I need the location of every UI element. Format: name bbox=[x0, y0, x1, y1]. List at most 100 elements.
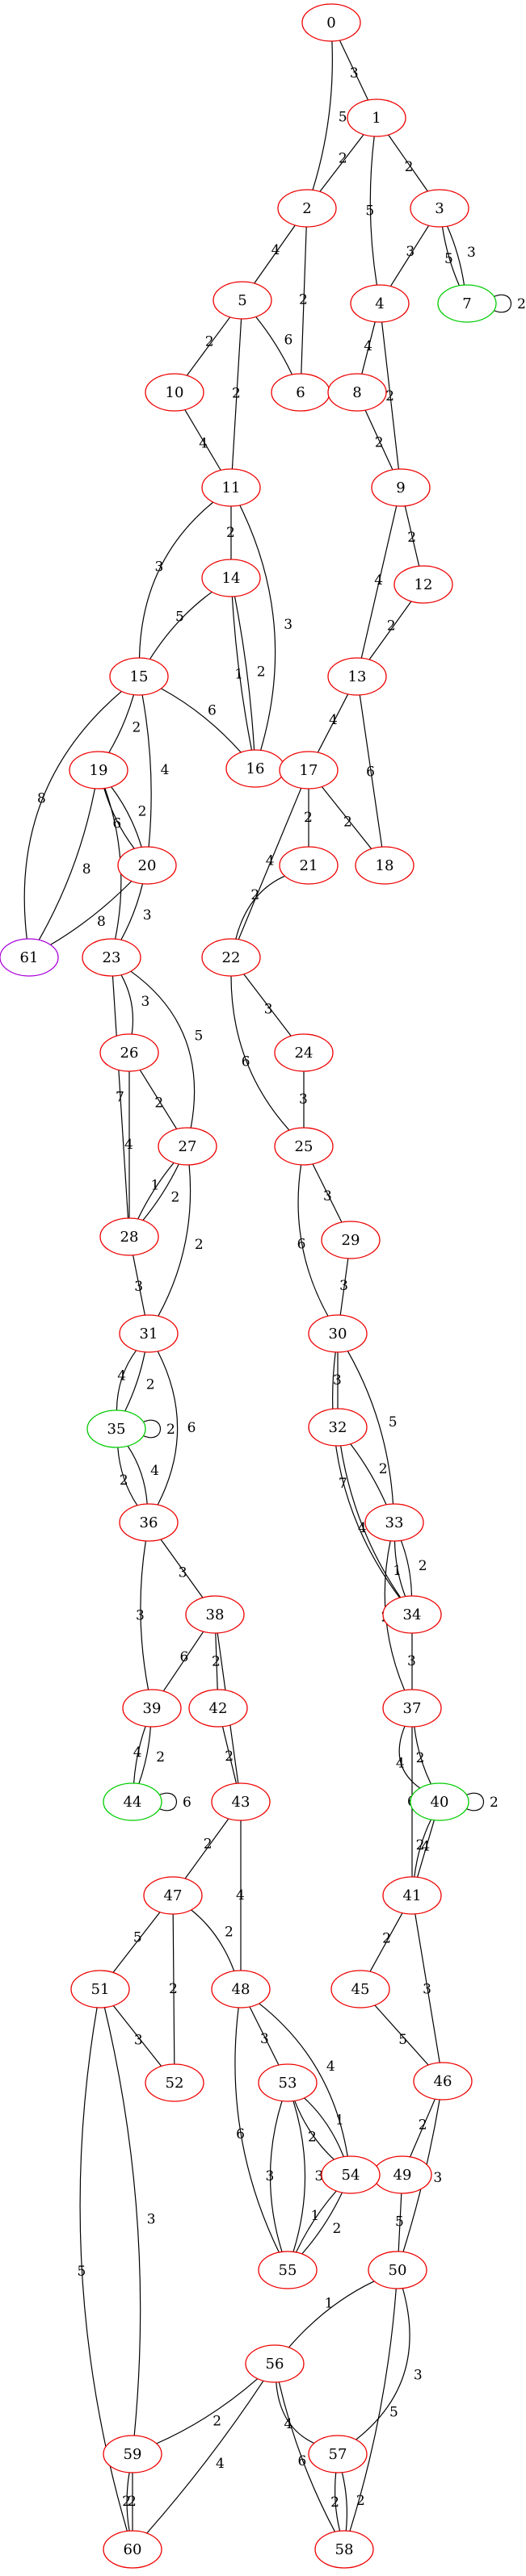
edge-line bbox=[133, 1726, 146, 1784]
edge-13-18: 6 bbox=[359, 694, 383, 848]
node-37: 37 bbox=[382, 1689, 442, 1728]
edge-line bbox=[410, 2098, 436, 2158]
edge-line bbox=[120, 974, 134, 1035]
edge-line bbox=[398, 2193, 402, 2252]
edge-line bbox=[191, 1909, 235, 1971]
edge-1-3: 2 bbox=[388, 134, 428, 192]
edge-weight-label: 1 bbox=[234, 667, 243, 683]
node-ellipse bbox=[382, 1595, 442, 1634]
edge-weight-label: 2 bbox=[333, 2221, 342, 2237]
edge-weight-label: 4 bbox=[358, 1520, 367, 1536]
edge-51-52: 3 bbox=[112, 2005, 162, 2067]
node-label: 33 bbox=[385, 1514, 404, 1531]
edge-38-39: 6 bbox=[162, 1631, 204, 1692]
edge-weight-label: 4 bbox=[271, 242, 280, 258]
node-51: 51 bbox=[70, 1970, 130, 2008]
node-label: 15 bbox=[130, 668, 149, 685]
edge-line bbox=[146, 2380, 264, 2534]
edge-39-44: 4 bbox=[133, 1726, 146, 1784]
edge-weight-label: 6 bbox=[242, 1054, 250, 1070]
edge-line bbox=[319, 134, 364, 192]
edge-weight-label: 2 bbox=[213, 2414, 221, 2430]
edge-47-52: 2 bbox=[169, 1913, 178, 2065]
edge-line bbox=[234, 2007, 280, 2253]
node-24: 24 bbox=[274, 1033, 334, 1072]
edge-line bbox=[243, 974, 292, 1037]
node-ellipse bbox=[201, 938, 261, 977]
edge-line bbox=[278, 2381, 336, 2532]
edge-weight-label: 1 bbox=[335, 2113, 344, 2129]
edge-line bbox=[276, 2381, 315, 2444]
edge-line bbox=[112, 1912, 161, 1973]
edge-40-41: 2 bbox=[414, 1819, 431, 1878]
edge-weight-label: 2 bbox=[343, 815, 352, 831]
edge-line bbox=[221, 1726, 238, 1784]
node-ellipse bbox=[393, 565, 453, 604]
node-ellipse bbox=[70, 1970, 130, 2008]
node-58: 58 bbox=[314, 2530, 374, 2569]
edge-line bbox=[184, 1818, 229, 1879]
node-label: 2 bbox=[302, 200, 311, 217]
edge-line bbox=[50, 881, 133, 945]
node-ellipse bbox=[347, 98, 406, 137]
node-label: 7 bbox=[462, 295, 471, 312]
edge-weight-label: 2 bbox=[250, 887, 259, 903]
edge-line bbox=[234, 596, 255, 751]
edge-line bbox=[230, 975, 290, 1131]
edge-9-12: 2 bbox=[404, 505, 420, 567]
edge-35-35: 2 bbox=[141, 1419, 175, 1439]
node-ellipse bbox=[350, 284, 410, 323]
node-ellipse bbox=[109, 657, 169, 696]
node-ellipse bbox=[211, 1970, 271, 2008]
node-label: 57 bbox=[329, 2446, 347, 2463]
node-label: 8 bbox=[352, 384, 361, 401]
edge-line bbox=[158, 1792, 177, 1812]
node-label: 45 bbox=[351, 1981, 370, 1998]
edge-line bbox=[332, 1351, 401, 1598]
edge-weight-label: 2 bbox=[166, 1422, 175, 1438]
edge-27-31: 2 bbox=[158, 1164, 204, 1317]
node-ellipse bbox=[185, 1595, 245, 1634]
node-ellipse bbox=[119, 1503, 179, 1542]
edge-weight-label: 1 bbox=[393, 1563, 402, 1579]
edge-weight-label: 8 bbox=[97, 914, 106, 930]
edge-weight-label: 6 bbox=[366, 764, 375, 780]
node-56: 56 bbox=[245, 2344, 305, 2383]
edge-1-2: 2 bbox=[319, 134, 364, 192]
edge-line bbox=[161, 688, 242, 753]
node-ellipse bbox=[213, 281, 272, 320]
edge-line bbox=[339, 1258, 349, 1316]
node-34: 34 bbox=[382, 1595, 442, 1634]
edge-weight-label: 3 bbox=[266, 2168, 275, 2184]
node-ellipse bbox=[201, 468, 261, 507]
node-ellipse bbox=[327, 373, 387, 412]
edge-line bbox=[340, 1445, 402, 1598]
node-28: 28 bbox=[99, 1217, 159, 1256]
edge-47-48: 2 bbox=[191, 1909, 235, 1971]
edge-2-6: 2 bbox=[299, 226, 308, 375]
node-label: 16 bbox=[246, 760, 265, 777]
edge-weight-label: 2 bbox=[407, 530, 416, 546]
edge-53-55: 3 bbox=[292, 2101, 323, 2252]
node-36: 36 bbox=[119, 1503, 179, 1542]
edge-weight-label: 6 bbox=[187, 1420, 196, 1436]
edge-weight-label: 4 bbox=[236, 1887, 245, 1904]
node-ellipse bbox=[308, 1314, 368, 1353]
edge-weight-label: 8 bbox=[82, 861, 91, 878]
node-label: 46 bbox=[434, 2073, 452, 2090]
edge-11-16: 3 bbox=[239, 505, 292, 751]
edge-weight-label: 4 bbox=[199, 436, 208, 452]
edge-weight-label: 6 bbox=[208, 702, 217, 718]
edge-line bbox=[288, 2281, 375, 2348]
edge-weight-label: 2 bbox=[154, 1095, 163, 1112]
edge-48-53: 3 bbox=[249, 2006, 280, 2066]
edge-weight-label: 3 bbox=[155, 559, 164, 576]
edge-line bbox=[140, 1540, 149, 1690]
node-ellipse bbox=[143, 1876, 203, 1915]
edge-weight-label: 5 bbox=[195, 1028, 204, 1044]
edge-line bbox=[238, 787, 302, 940]
edge-line bbox=[349, 2288, 397, 2532]
edge-weight-label: 4 bbox=[364, 338, 372, 354]
edge-54-55: 2 bbox=[301, 2192, 343, 2255]
edge-37-40: 2 bbox=[414, 1726, 431, 1785]
